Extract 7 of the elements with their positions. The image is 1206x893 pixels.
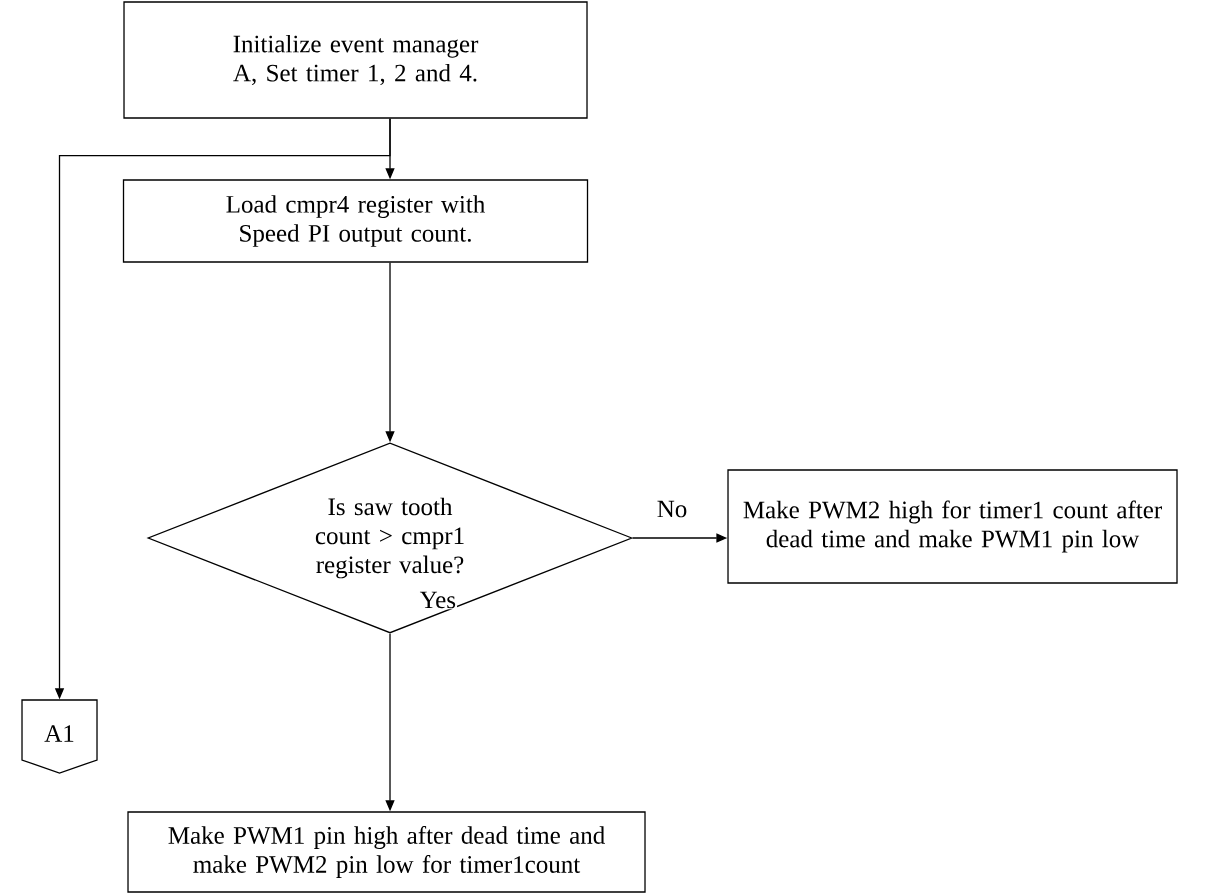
edge-label: No [655,499,689,519]
edge-label: Yes [418,590,458,610]
process-box: Load cmpr4 register with Speed PI output count. [122,179,589,263]
process-box: Make PWM2 high for timer1 count after dead time and make PWM1 pin low [727,469,1178,584]
process-box: Make PWM1 pin high after dead time and make PWM2 pin low for timer1count [127,811,646,893]
process-box: Initialize event manager A, Set timer 1, 2 and 4. [123,1,588,119]
off-page-connector: A1 [21,699,98,774]
